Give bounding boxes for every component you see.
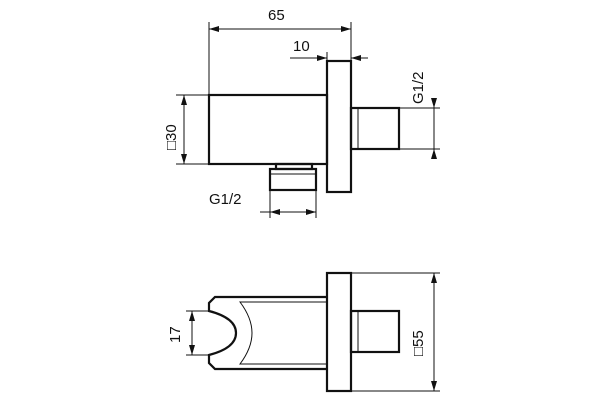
dim-flange-thickness: 10 [290,38,368,61]
dim-flange-square: □55 [351,272,440,392]
dim-holder-opening-label: 17 [167,326,184,343]
holder-nipple [349,309,401,354]
body-square [207,93,329,166]
bottom-outlet [268,167,318,192]
dim-outlet-thread-right: G1/2 [399,71,440,159]
bottom-view [207,271,401,393]
holder-cradle-inner [239,301,327,365]
dim-outlet-thread-bottom-label: G1/2 [209,191,242,208]
dim-width-total-label: 65 [268,7,285,24]
dim-body-square: □30 [163,94,209,165]
dim-body-square-label: □30 [163,124,180,150]
dim-outlet-thread-bottom: G1/2 [209,190,317,218]
holder-cradle [207,295,327,371]
dim-holder-opening: 17 [167,310,209,356]
dim-outlet-thread-right-label: G1/2 [410,71,427,104]
right-nipple [349,106,401,151]
top-view [207,59,401,194]
dim-flange-thickness-label: 10 [293,38,310,55]
dim-flange-square-label: □55 [410,330,427,356]
wall-flange [325,59,353,194]
dim-width-total: 65 [208,7,352,95]
holder-flange [325,271,353,393]
